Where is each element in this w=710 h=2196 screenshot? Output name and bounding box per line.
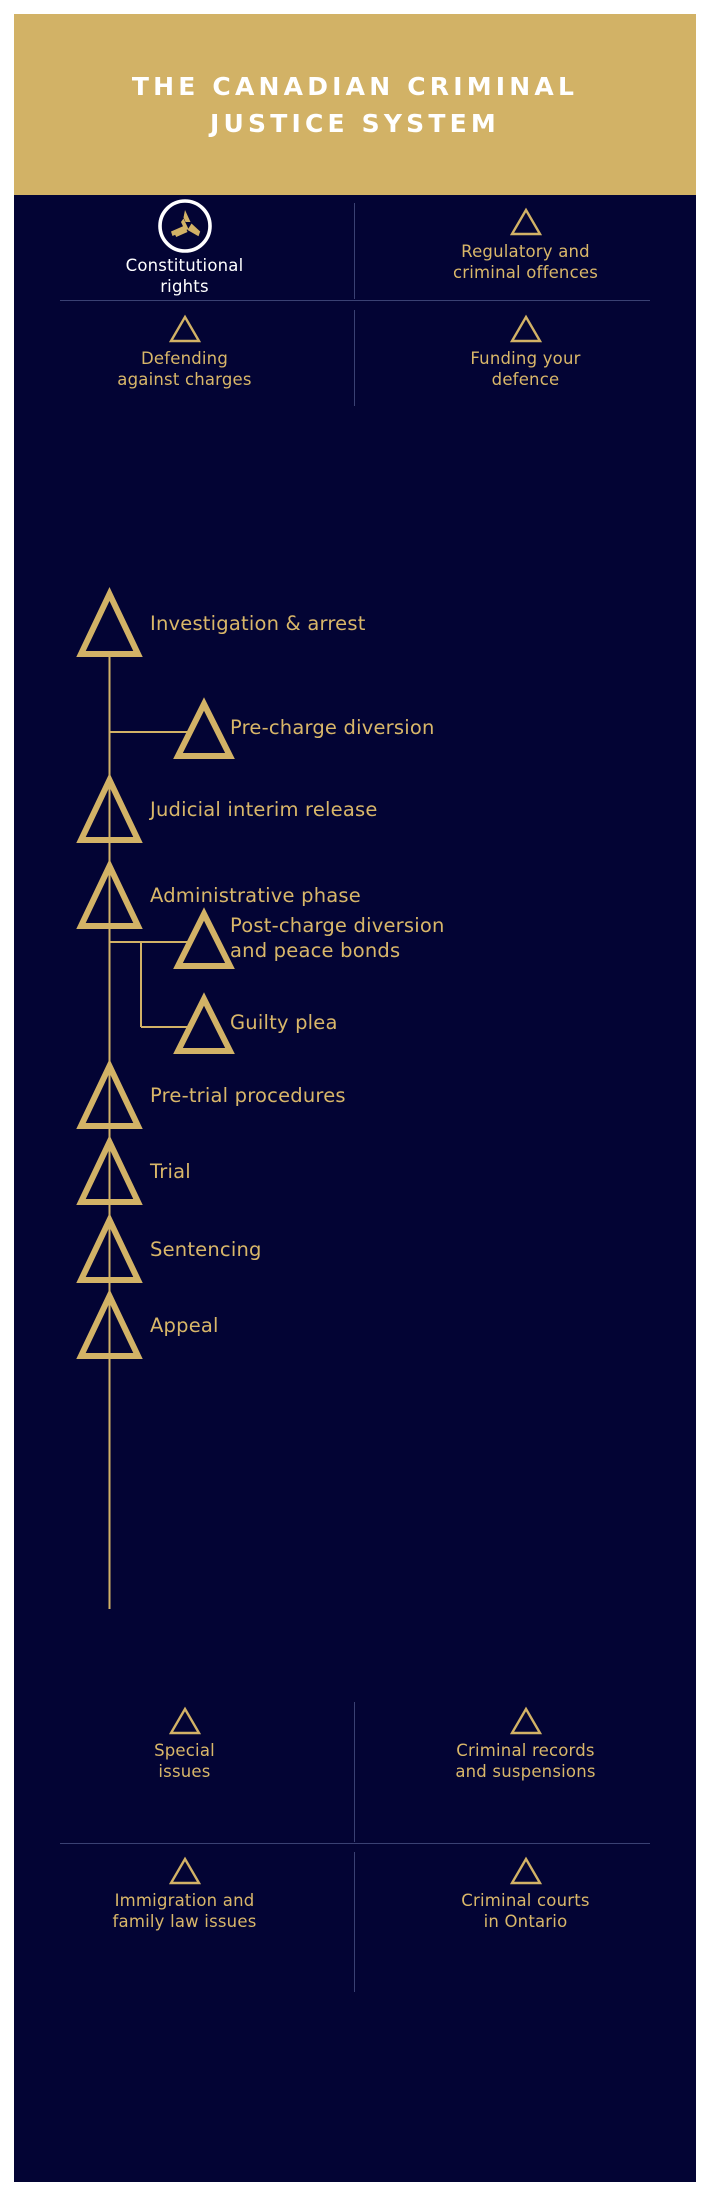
flow-step-guilty-plea[interactable]: Guilty plea bbox=[230, 1011, 338, 1034]
bottom-topic-grid: Special issues Criminal records and susp… bbox=[14, 1694, 696, 1994]
triangle-icon bbox=[509, 1706, 542, 1735]
topic-label: Criminal courts in Ontario bbox=[461, 1891, 590, 1932]
flow-step-administrative-phase[interactable]: Administrative phase bbox=[150, 884, 361, 907]
topic-immigration-family-law[interactable]: Immigration and family law issues bbox=[14, 1844, 355, 1994]
topic-criminal-courts-ontario[interactable]: Criminal courts in Ontario bbox=[355, 1844, 696, 1994]
triangle-icon bbox=[509, 207, 542, 236]
flow-step-pre-charge-diversion[interactable]: Pre-charge diversion bbox=[230, 716, 435, 739]
topic-label: Defending against charges bbox=[117, 348, 252, 389]
triangle-icon bbox=[509, 314, 542, 342]
topic-label: Special issues bbox=[154, 1741, 215, 1782]
topic-constitutional-rights[interactable]: Constitutional rights bbox=[14, 195, 355, 301]
flow-step-investigation-arrest[interactable]: Investigation & arrest bbox=[150, 612, 366, 635]
topic-special-issues[interactable]: Special issues bbox=[14, 1694, 355, 1844]
header-banner: THE CANADIAN CRIMINAL JUSTICE SYSTEM bbox=[14, 14, 696, 195]
process-flowchart: Investigation & arrest Pre-charge divers… bbox=[14, 574, 696, 1684]
law-logo-icon bbox=[157, 198, 213, 254]
triangle-icon bbox=[168, 1706, 201, 1735]
topic-label: Regulatory and criminal offences bbox=[452, 242, 599, 283]
topic-defending-against-charges[interactable]: Defending against charges bbox=[14, 302, 355, 408]
flow-step-post-charge-diversion[interactable]: Post-charge diversion and peace bonds bbox=[230, 914, 445, 962]
flow-step-judicial-interim-release[interactable]: Judicial interim release bbox=[150, 798, 378, 821]
flowchart-connectors-and-nodes bbox=[76, 587, 235, 1609]
flow-step-pre-trial-procedures[interactable]: Pre-trial procedures bbox=[150, 1084, 346, 1107]
topic-regulatory-criminal-offences[interactable]: Regulatory and criminal offences bbox=[355, 195, 696, 301]
triangle-icon bbox=[509, 1856, 542, 1885]
topic-label: Immigration and family law issues bbox=[112, 1891, 257, 1932]
topic-label: Funding your defence bbox=[470, 348, 581, 389]
page-title: THE CANADIAN CRIMINAL JUSTICE SYSTEM bbox=[131, 71, 579, 138]
flow-step-trial[interactable]: Trial bbox=[150, 1160, 191, 1183]
triangle-icon bbox=[168, 1856, 201, 1885]
topic-funding-your-defence[interactable]: Funding your defence bbox=[355, 302, 696, 408]
topic-label: Constitutional rights bbox=[125, 256, 244, 297]
flow-step-appeal[interactable]: Appeal bbox=[150, 1314, 219, 1337]
flow-step-sentencing[interactable]: Sentencing bbox=[150, 1238, 262, 1261]
topic-criminal-records-suspensions[interactable]: Criminal records and suspensions bbox=[355, 1694, 696, 1844]
infographic-board: THE CANADIAN CRIMINAL JUSTICE SYSTEM bbox=[14, 14, 696, 2182]
top-topic-grid: Constitutional rights Regulatory and cri… bbox=[14, 195, 696, 408]
topic-label: Criminal records and suspensions bbox=[455, 1741, 596, 1782]
triangle-icon bbox=[168, 314, 201, 342]
